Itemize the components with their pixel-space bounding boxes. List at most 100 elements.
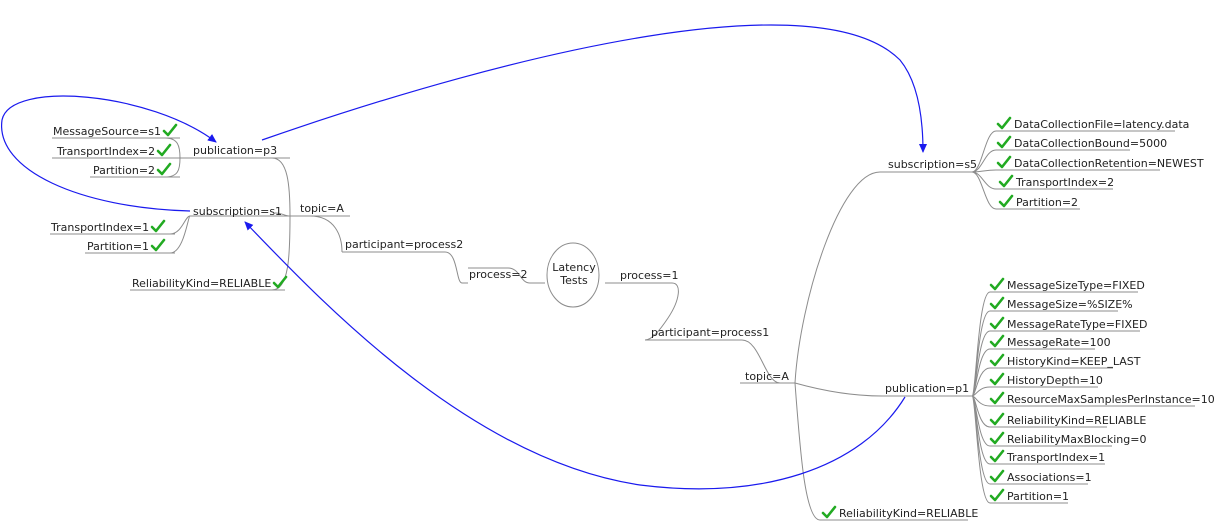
- prop-label: ReliabilityKind=RELIABLE: [132, 277, 272, 290]
- prop-message-source[interactable]: MessageSource=s1: [53, 123, 178, 138]
- arrow-s1-to-p3: [1, 95, 217, 212]
- prop-label: Partition=2: [1016, 196, 1079, 209]
- prop-label: TransportIndex=2: [1016, 176, 1115, 189]
- check-icon: [156, 143, 172, 157]
- check-icon: [989, 277, 1005, 291]
- check-icon: [998, 174, 1014, 188]
- prop-transport-index-2-right[interactable]: TransportIndex=2: [998, 174, 1115, 189]
- edge-center-process2: [468, 267, 545, 284]
- arrow-p3-to-s5: [261, 24, 927, 153]
- prop-reliability-kind-topic-right[interactable]: ReliabilityKind=RELIABLE: [821, 505, 979, 520]
- edge-topic-publication: [271, 157, 291, 217]
- check-icon: [989, 412, 1005, 426]
- prop-label: HistoryDepth=10: [1007, 374, 1103, 387]
- check-icon: [273, 275, 288, 289]
- prop-data-collection-retention[interactable]: DataCollectionRetention=NEWEST: [996, 155, 1204, 170]
- check-icon: [150, 238, 166, 252]
- node-publication-p3[interactable]: publication=p3: [193, 144, 278, 157]
- prop-label: ResourceMaxSamplesPerInstance=10: [1007, 393, 1215, 406]
- prop-message-size[interactable]: MessageSize=%SIZE%: [989, 296, 1133, 311]
- node-topic-right[interactable]: topic=A: [745, 370, 789, 383]
- check-icon: [150, 219, 166, 233]
- check-icon: [156, 162, 172, 176]
- edge-topic-subscription-s5: [794, 171, 972, 384]
- prop-reliability-kind-right[interactable]: ReliabilityKind=RELIABLE: [989, 412, 1147, 427]
- prop-message-rate-type[interactable]: MessageRateType=FIXED: [989, 316, 1148, 331]
- prop-label: ReliabilityKind=RELIABLE: [1007, 414, 1147, 427]
- prop-history-kind[interactable]: HistoryKind=KEEP_LAST: [989, 353, 1141, 368]
- check-icon: [989, 391, 1005, 405]
- node-publication-p1[interactable]: publication=p1: [885, 382, 970, 395]
- node-process1[interactable]: process=1: [620, 269, 679, 282]
- edge-p1-props: [971, 291, 1195, 504]
- prop-label: ReliabilityMaxBlocking=0: [1007, 433, 1147, 446]
- prop-history-depth[interactable]: HistoryDepth=10: [989, 372, 1103, 387]
- prop-partition-2-right[interactable]: Partition=2: [998, 194, 1079, 209]
- check-icon: [989, 353, 1005, 367]
- prop-label: MessageSizeType=FIXED: [1007, 279, 1145, 292]
- prop-resource-max-samples[interactable]: ResourceMaxSamplesPerInstance=10: [989, 391, 1215, 406]
- node-process2[interactable]: process=2: [469, 268, 528, 281]
- check-icon: [989, 296, 1005, 310]
- prop-label: MessageSource=s1: [53, 125, 161, 138]
- prop-label: MessageRateType=FIXED: [1007, 318, 1148, 331]
- prop-label: Associations=1: [1007, 471, 1092, 484]
- node-participant-process1[interactable]: participant=process1: [651, 326, 770, 339]
- prop-partition-2[interactable]: Partition=2: [93, 162, 172, 177]
- check-icon: [996, 155, 1012, 169]
- prop-transport-index-1[interactable]: TransportIndex=1: [51, 219, 166, 234]
- center-label: Latency Tests: [548, 261, 600, 287]
- center-label-line2: Tests: [560, 274, 588, 287]
- prop-data-collection-file[interactable]: DataCollectionFile=latency.data: [996, 116, 1190, 131]
- center-label-line1: Latency: [552, 261, 596, 274]
- check-icon: [989, 431, 1005, 445]
- edge-center-process1: [605, 282, 742, 341]
- check-icon: [821, 505, 837, 519]
- check-icon: [996, 116, 1012, 130]
- node-subscription-s1[interactable]: subscription=s1: [193, 205, 283, 218]
- prop-data-collection-bound[interactable]: DataCollectionBound=5000: [996, 135, 1168, 150]
- check-icon: [162, 123, 178, 137]
- prop-label: DataCollectionFile=latency.data: [1014, 118, 1190, 131]
- edge-topic-publication-p1: [794, 382, 972, 397]
- prop-label: TransportIndex=1: [1007, 451, 1106, 464]
- prop-label: DataCollectionRetention=NEWEST: [1014, 157, 1204, 170]
- prop-label: TransportIndex=2: [57, 145, 156, 158]
- node-subscription-s5[interactable]: subscription=s5: [888, 158, 978, 171]
- check-icon: [989, 372, 1005, 386]
- check-icon: [989, 334, 1005, 348]
- check-icon: [989, 316, 1005, 330]
- node-participant-process2[interactable]: participant=process2: [345, 238, 464, 251]
- prop-label: TransportIndex=1: [51, 221, 150, 234]
- prop-associations[interactable]: Associations=1: [989, 469, 1092, 484]
- prop-partition-1-right[interactable]: Partition=1: [989, 488, 1070, 503]
- prop-reliability-max-blocking[interactable]: ReliabilityMaxBlocking=0: [989, 431, 1147, 446]
- prop-label: ReliabilityKind=RELIABLE: [839, 507, 979, 520]
- node-topic-left[interactable]: topic=A: [300, 202, 344, 215]
- check-icon: [989, 469, 1005, 483]
- check-icon: [998, 194, 1014, 208]
- prop-transport-index-1-right[interactable]: TransportIndex=1: [989, 449, 1106, 464]
- edge-topic-reliability-right: [794, 382, 968, 521]
- prop-label: MessageSize=%SIZE%: [1007, 298, 1133, 311]
- check-icon: [989, 449, 1005, 463]
- prop-label: HistoryKind=KEEP_LAST: [1007, 355, 1141, 368]
- prop-transport-index-2[interactable]: TransportIndex=2: [57, 143, 172, 158]
- prop-label: MessageRate=100: [1007, 336, 1111, 349]
- edge-participant-topic-right: [741, 339, 781, 384]
- prop-message-size-type[interactable]: MessageSizeType=FIXED: [989, 277, 1145, 292]
- prop-label: Partition=2: [93, 164, 156, 177]
- prop-partition-1[interactable]: Partition=1: [87, 238, 166, 253]
- check-icon: [989, 488, 1005, 502]
- edge-process2-participant: [342, 251, 468, 284]
- edge-s5-props: [971, 130, 1175, 210]
- prop-message-rate[interactable]: MessageRate=100: [989, 334, 1111, 349]
- prop-label: Partition=1: [1007, 490, 1070, 503]
- edge-participant-topic: [309, 215, 343, 253]
- prop-label: Partition=1: [87, 240, 150, 253]
- arrow-p1-to-s1: [244, 221, 906, 490]
- prop-reliability-kind-left[interactable]: ReliabilityKind=RELIABLE: [132, 275, 288, 290]
- center-node[interactable]: [546, 242, 600, 308]
- prop-label: DataCollectionBound=5000: [1014, 137, 1168, 150]
